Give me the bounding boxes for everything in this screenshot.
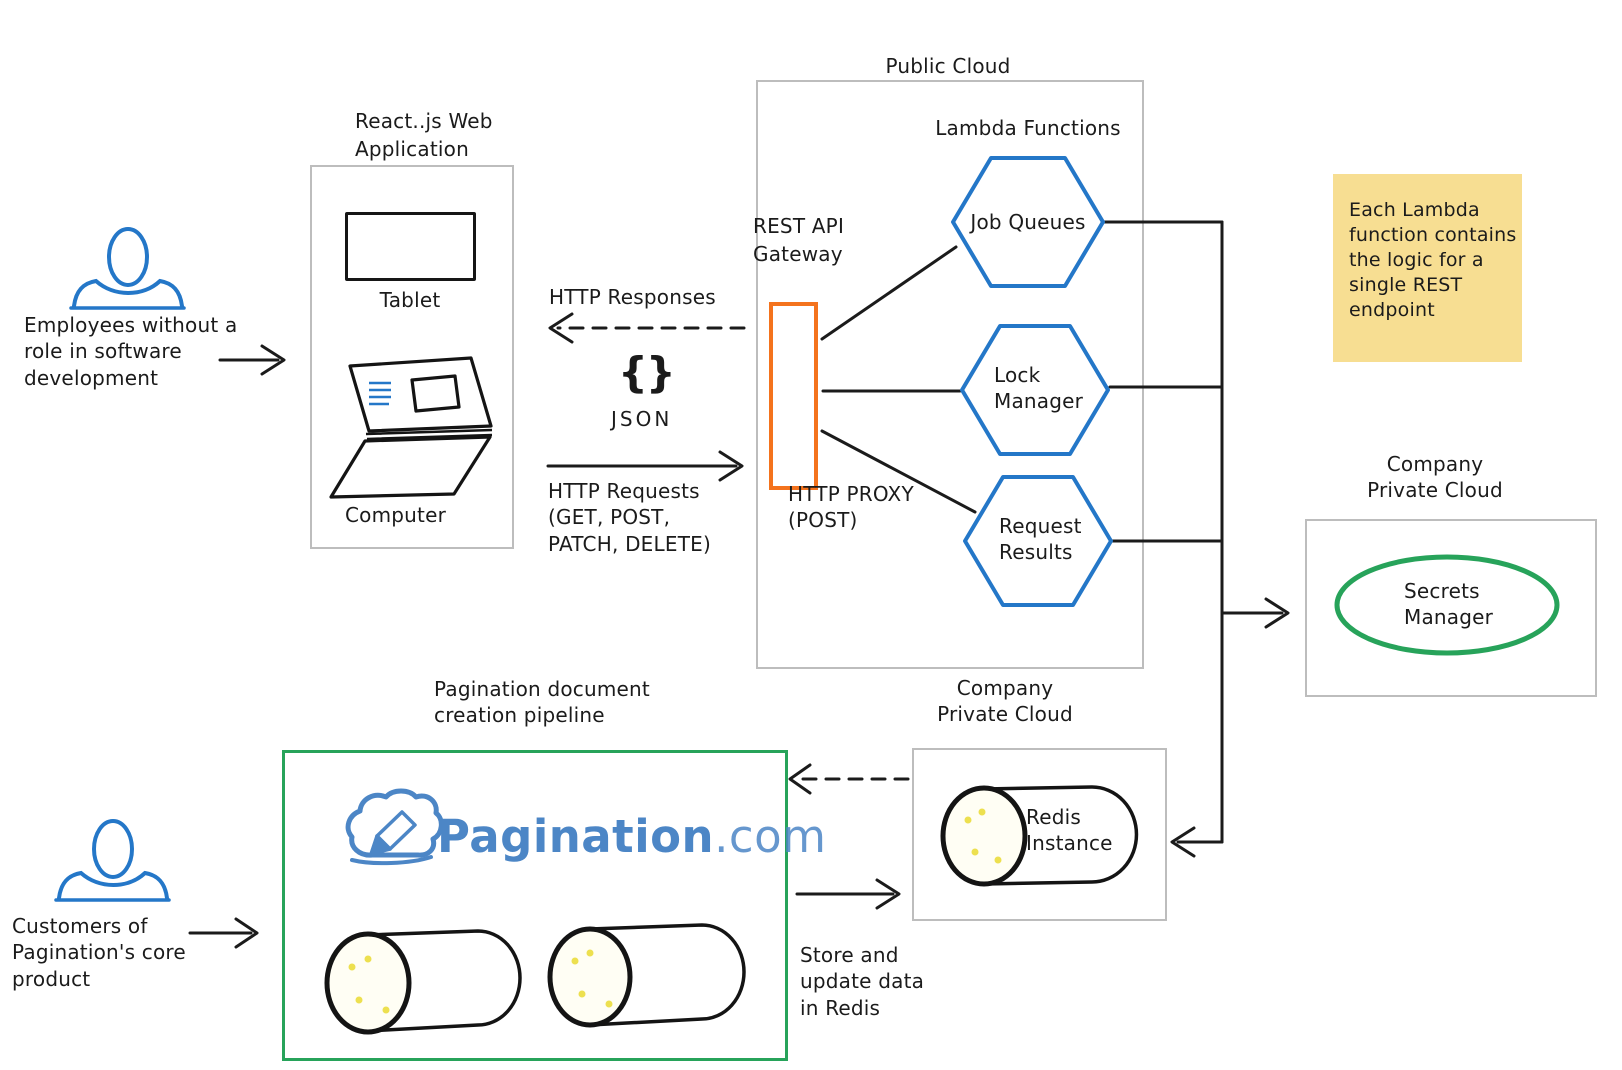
jobqueues-label: Job Queues <box>970 210 1086 234</box>
json-braces-icon: {} <box>618 348 676 397</box>
customers-label: Customers of Pagination's core product <box>12 914 186 991</box>
secrets-manager-label: Secrets Manager <box>1404 579 1494 630</box>
public-cloud-box <box>756 80 1144 669</box>
pipeline-box <box>282 750 788 1061</box>
pagination-logo-tld: .com <box>714 810 827 863</box>
secrets-cloud-title: Company Private Cloud <box>1367 452 1503 503</box>
secrets-private-cloud-box <box>1305 519 1597 697</box>
rest-api-gateway-label: REST API Gateway <box>753 214 845 266</box>
lockmanager-label: Lock Manager <box>994 363 1084 414</box>
requestresults-label: Request Results <box>999 514 1082 565</box>
redis-instance-label: Redis Instance <box>1026 805 1113 856</box>
http-proxy-label: HTTP PROXY (POST) <box>788 482 914 533</box>
tablet-icon <box>345 212 476 281</box>
sticky-note-text: Each Lambda function contains the logic … <box>1349 199 1517 321</box>
bus-to-redis-arrow <box>1170 826 1224 858</box>
http-responses-arrow <box>548 312 746 344</box>
react-app-box <box>310 165 514 549</box>
http-requests-arrow <box>546 450 744 482</box>
pipeline-title: Pagination document creation pipeline <box>434 677 650 728</box>
computer-label: Computer <box>345 503 447 527</box>
pagination-logo: Pagination.com <box>437 810 827 863</box>
http-requests-label: HTTP Requests (GET, POST, PATCH, DELETE) <box>548 479 711 556</box>
store-data-arrow <box>795 878 901 910</box>
employees-person-icon <box>69 227 186 310</box>
rest-api-gateway-shape <box>769 302 818 490</box>
redis-cloud-title: Company Private Cloud <box>937 676 1073 727</box>
redis-response-arrow <box>788 763 910 795</box>
tablet-label: Tablet <box>379 288 441 312</box>
json-label: JSON <box>611 407 673 431</box>
http-responses-label: HTTP Responses <box>549 285 716 309</box>
redis-private-cloud-box <box>912 748 1167 921</box>
customers-person-icon <box>54 819 171 902</box>
lambda-functions-title: Lambda Functions <box>935 116 1121 140</box>
bus-to-secrets-arrow <box>1220 597 1290 629</box>
sticky-note <box>1333 174 1522 362</box>
react-app-title: React..js Web Application <box>355 109 493 161</box>
store-update-label: Store and update data in Redis <box>800 943 925 1020</box>
customers-arrow <box>188 917 259 949</box>
pagination-logo-name: Pagination <box>437 810 715 863</box>
employees-label: Employees without a role in software dev… <box>24 313 238 390</box>
public-cloud-title: Public Cloud <box>885 54 1011 78</box>
